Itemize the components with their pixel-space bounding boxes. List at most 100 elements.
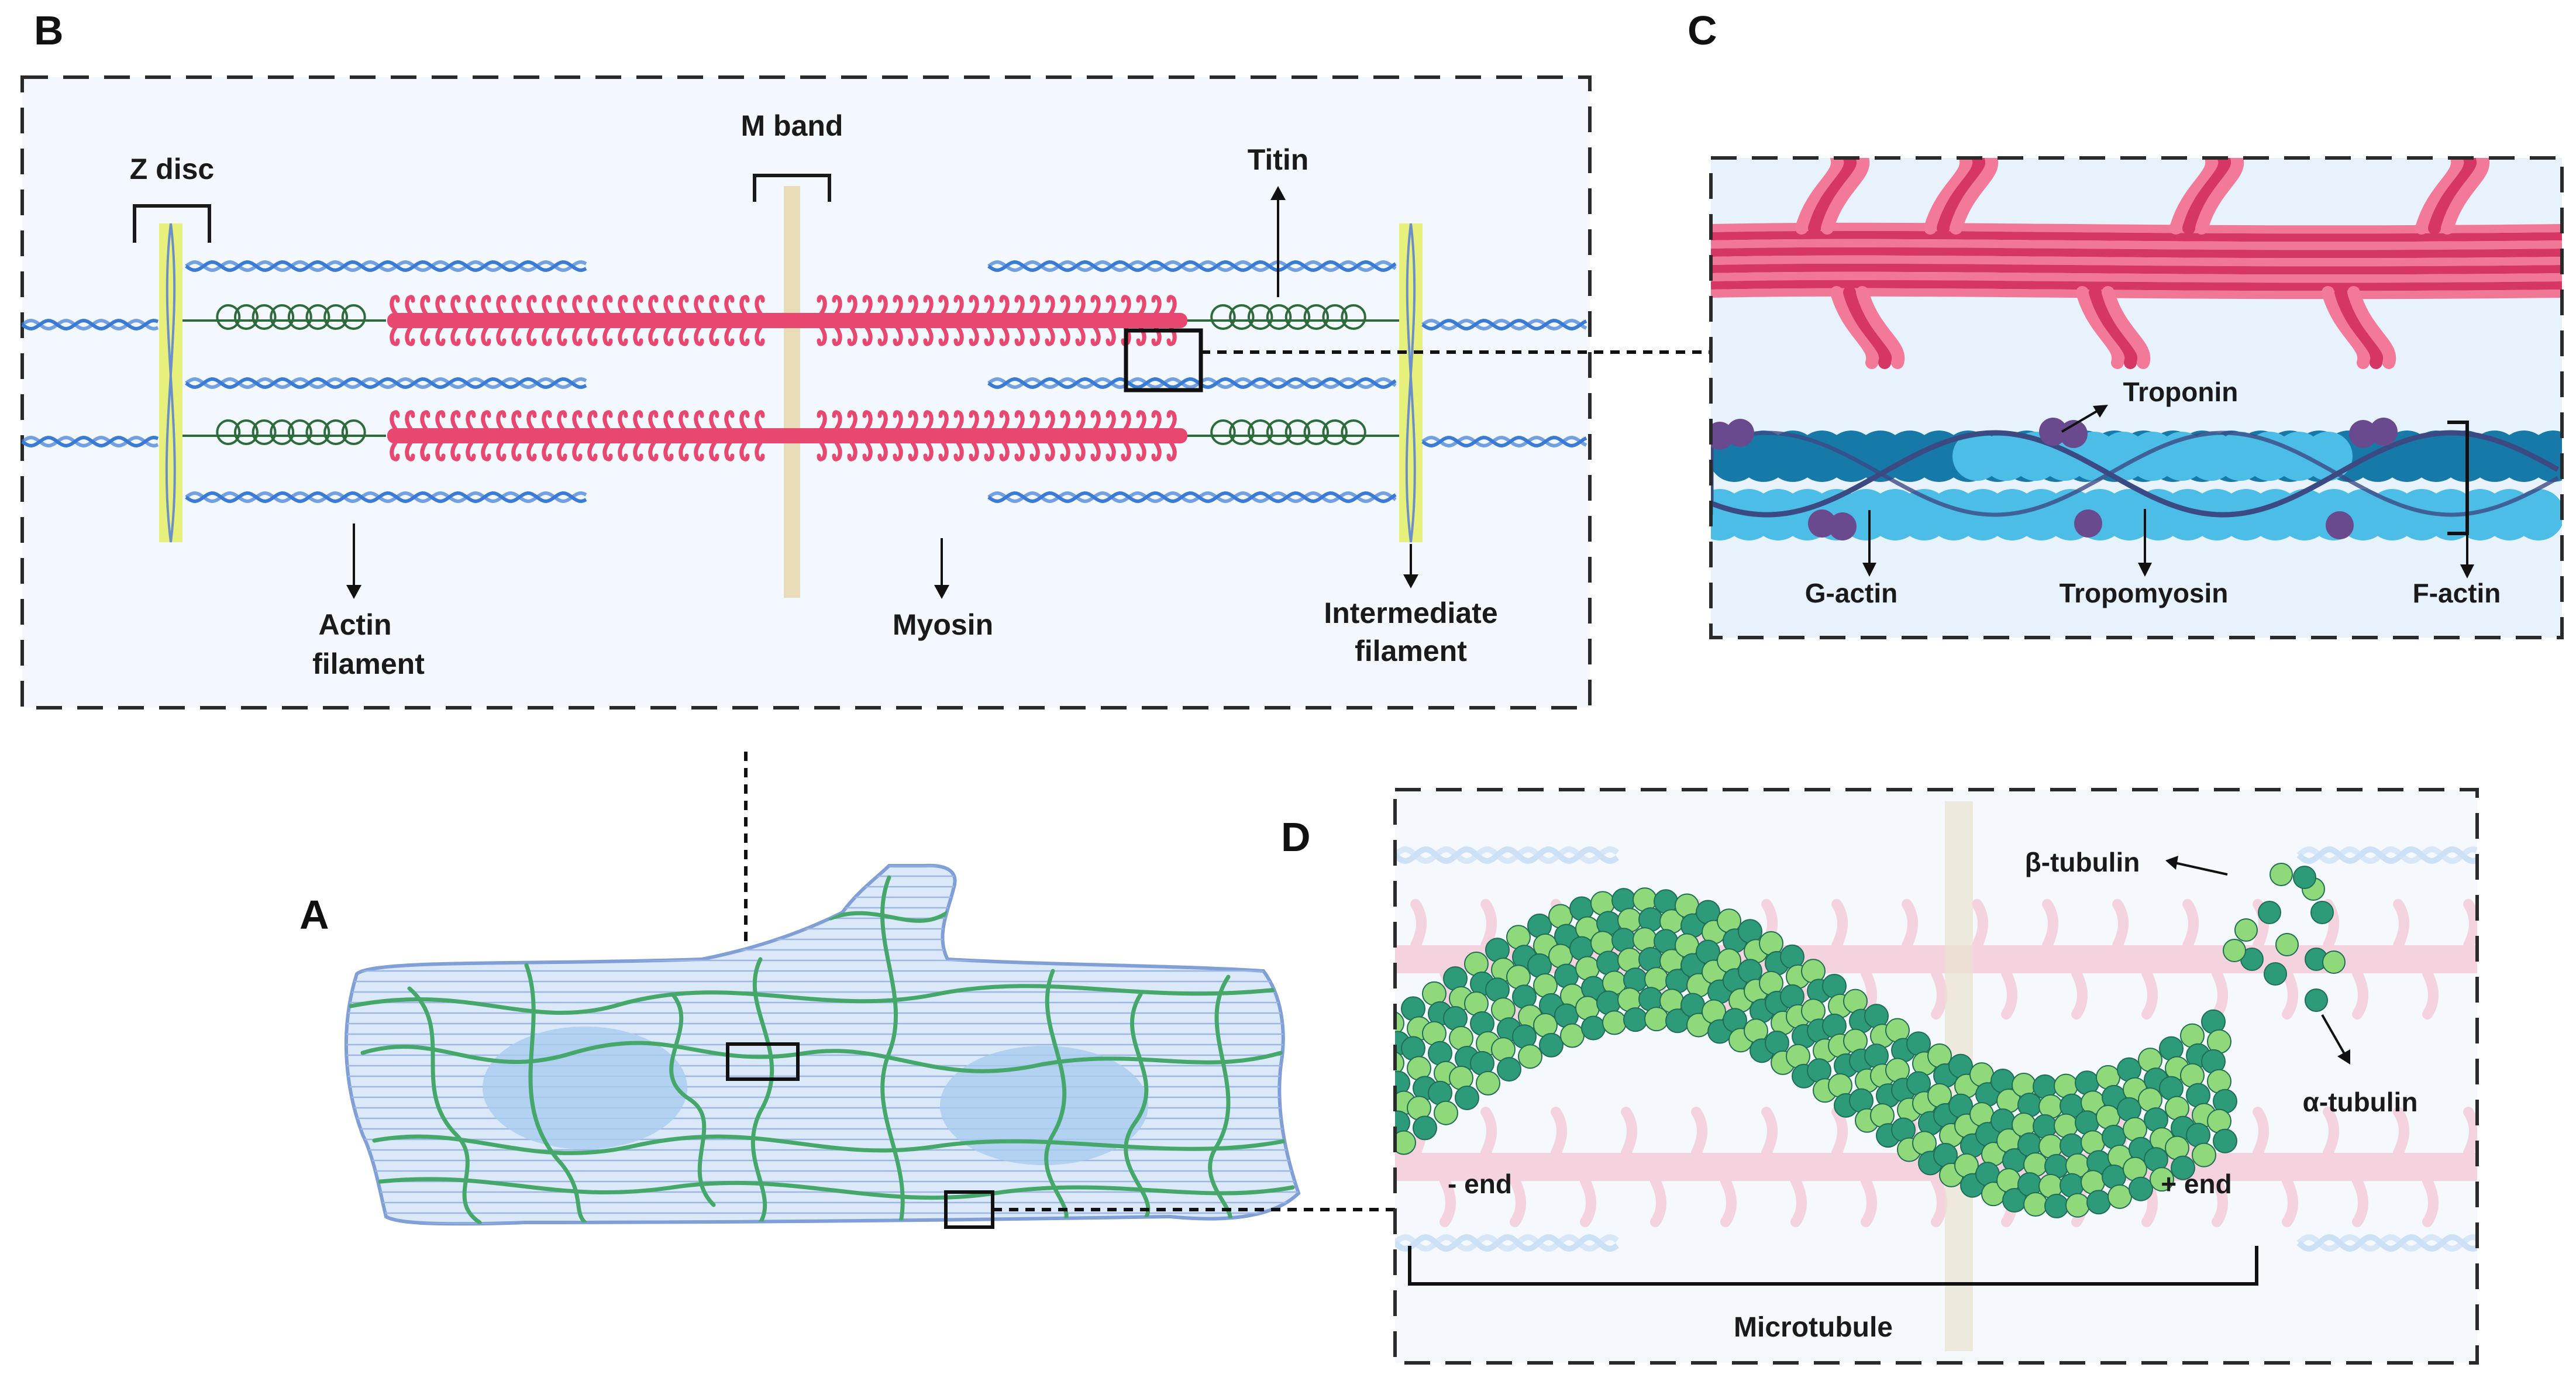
myosin-filament-top-head xyxy=(496,295,507,316)
tubulin-subunit xyxy=(1455,1085,1479,1110)
myosin-filament-top-head xyxy=(739,325,750,346)
actin-filament-right-strand-b xyxy=(987,491,1397,503)
myosin-filament-bottom-head xyxy=(1166,410,1177,431)
panel-c-letter: C xyxy=(1688,8,1717,53)
intermediate-filament-right-strand-a xyxy=(1421,319,1587,330)
myosin-filament-top-head xyxy=(542,295,552,316)
myosin-filament-top-head xyxy=(511,325,522,346)
myosin-filament-top-head xyxy=(1075,295,1086,316)
faded-myosin-head xyxy=(2042,899,2058,950)
myosin-filament-top-head xyxy=(1090,295,1101,316)
titin-spring-right-coil xyxy=(1322,304,1348,330)
actin-filament-right-strand-b xyxy=(987,260,1397,272)
free-tubulin-dimers xyxy=(2223,863,2346,1012)
myosin-filament-bottom-head xyxy=(709,440,719,461)
myosin-filament-bottom-head xyxy=(847,440,857,461)
myosin-filament-top-head xyxy=(739,295,750,316)
titin-spring-left xyxy=(216,419,366,445)
intermediate-filament-left-strand-b xyxy=(21,319,159,330)
myosin-filament-bottom-head xyxy=(999,410,1010,431)
titin-spring-left-coil xyxy=(270,419,295,445)
troponin-complex xyxy=(2060,420,2088,448)
troponin-complex xyxy=(1828,512,1857,540)
myosin-head xyxy=(1924,158,1973,235)
cardiomyocyte-cell xyxy=(344,863,1301,1226)
myosin-filament-bottom-head xyxy=(1121,440,1131,461)
titin-spring-left-coil xyxy=(323,304,349,330)
faded-myosin-head xyxy=(1439,1176,1456,1227)
myosin-filament-bottom-head xyxy=(405,440,415,461)
faded-myosin-head xyxy=(1551,1107,1567,1158)
myosin-filament-top-head xyxy=(618,325,628,346)
myosin-filament-bottom-head xyxy=(1121,410,1131,431)
myosin-filament-bottom-head xyxy=(420,440,431,461)
actin-filament-left xyxy=(185,377,587,389)
myosin-filament-top-head xyxy=(847,295,857,316)
myosin-filament-bottom-head xyxy=(1014,440,1025,461)
myosin-filament-top-head xyxy=(832,295,842,316)
myosin-filament-bottom-head xyxy=(526,440,537,461)
panel-b: B M band Z disc Titin Actin xyxy=(20,8,1711,710)
myosin-filament-bottom-head xyxy=(893,440,903,461)
myosin-filament-top-head xyxy=(847,325,857,346)
myosin-filament-top-head xyxy=(969,325,979,346)
titin-spring-right-coil xyxy=(1247,304,1273,330)
alpha-tubulin-label: α-tubulin xyxy=(2303,1087,2418,1117)
microtubule-strand xyxy=(750,957,774,1224)
myosin-filament-bottom-head xyxy=(679,440,689,461)
microtubule-strand xyxy=(378,1177,1295,1200)
myosin-filament-top-head xyxy=(557,325,567,346)
troponin-complex xyxy=(2326,511,2354,539)
z-disc-left xyxy=(159,223,182,543)
myosin-filament-top-head xyxy=(420,295,431,316)
actin-filament-right-strand-b xyxy=(987,377,1397,389)
actin-label-line1: Actin xyxy=(319,608,392,641)
myosin-filament-top-head xyxy=(481,325,491,346)
myosin-filament-top-head xyxy=(1075,325,1086,346)
titin-arrowhead xyxy=(1270,186,1286,200)
intermediate-filament-left-strand-a xyxy=(21,436,159,447)
beta-tubulin-subunit xyxy=(2223,939,2246,962)
nucleus-right xyxy=(940,1046,1148,1165)
intermediate-filament-right-strand-a xyxy=(1421,436,1587,447)
z-disc-bracket xyxy=(133,204,211,243)
myosin-filament-top-head xyxy=(724,295,735,316)
zoom-box-actin xyxy=(1124,328,1203,392)
actin-filament-right-strand-a xyxy=(987,377,1397,389)
titin-spring-right-coil xyxy=(1266,419,1292,445)
beta-tubulin-arrow xyxy=(2174,862,2228,876)
microtubule-label: Microtubule xyxy=(1734,1312,1893,1343)
faded-myosin-head xyxy=(2463,1107,2477,1158)
myosin-filament-bottom-head xyxy=(694,410,704,431)
myosin-filament-bottom-head xyxy=(1045,410,1055,431)
alpha-tubulin-arrowhead xyxy=(2337,1049,2350,1065)
myosin-filament-bottom-head xyxy=(663,410,674,431)
panel-c-border xyxy=(1709,156,2564,639)
myosin-filament-bottom-head xyxy=(1090,440,1101,461)
myosin-strand xyxy=(1711,263,2562,275)
intermediate-label-line2: filament xyxy=(1355,635,1467,667)
myosin-filament-bottom-head xyxy=(923,440,934,461)
titin-spring-left xyxy=(216,304,366,330)
titin-spring-right-coil xyxy=(1303,304,1330,330)
faded-myosin-head xyxy=(1972,899,1988,950)
tubulin-subunit xyxy=(1395,1130,1416,1155)
beta-tubulin-arrowhead xyxy=(2165,856,2178,870)
faded-actin-strand-b xyxy=(2296,846,2477,865)
faded-myosin-head xyxy=(2071,968,2088,1020)
titin-spring-right-coil xyxy=(1322,419,1348,445)
myosin-filament-top-head xyxy=(1136,295,1146,316)
myosin-filament-top-head xyxy=(817,295,827,316)
titin-spring-left-coil xyxy=(305,304,330,330)
myosin-filament-bottom-head xyxy=(1060,440,1070,461)
myosin-filament-top-head xyxy=(862,325,873,346)
myosin-filament-bottom-head xyxy=(1060,410,1070,431)
myosin-filament-top-head xyxy=(969,295,979,316)
myosin-filament-bottom-head xyxy=(466,440,476,461)
myosin-filament-bottom-head xyxy=(481,440,491,461)
myosin-filament-top-head xyxy=(496,325,507,346)
myosin-filament-top-head xyxy=(511,295,522,316)
intermediate-filament-left-strand-a xyxy=(21,319,159,330)
tubulin-subunit xyxy=(1434,1100,1458,1125)
myosin-filament-top-head xyxy=(755,325,765,346)
